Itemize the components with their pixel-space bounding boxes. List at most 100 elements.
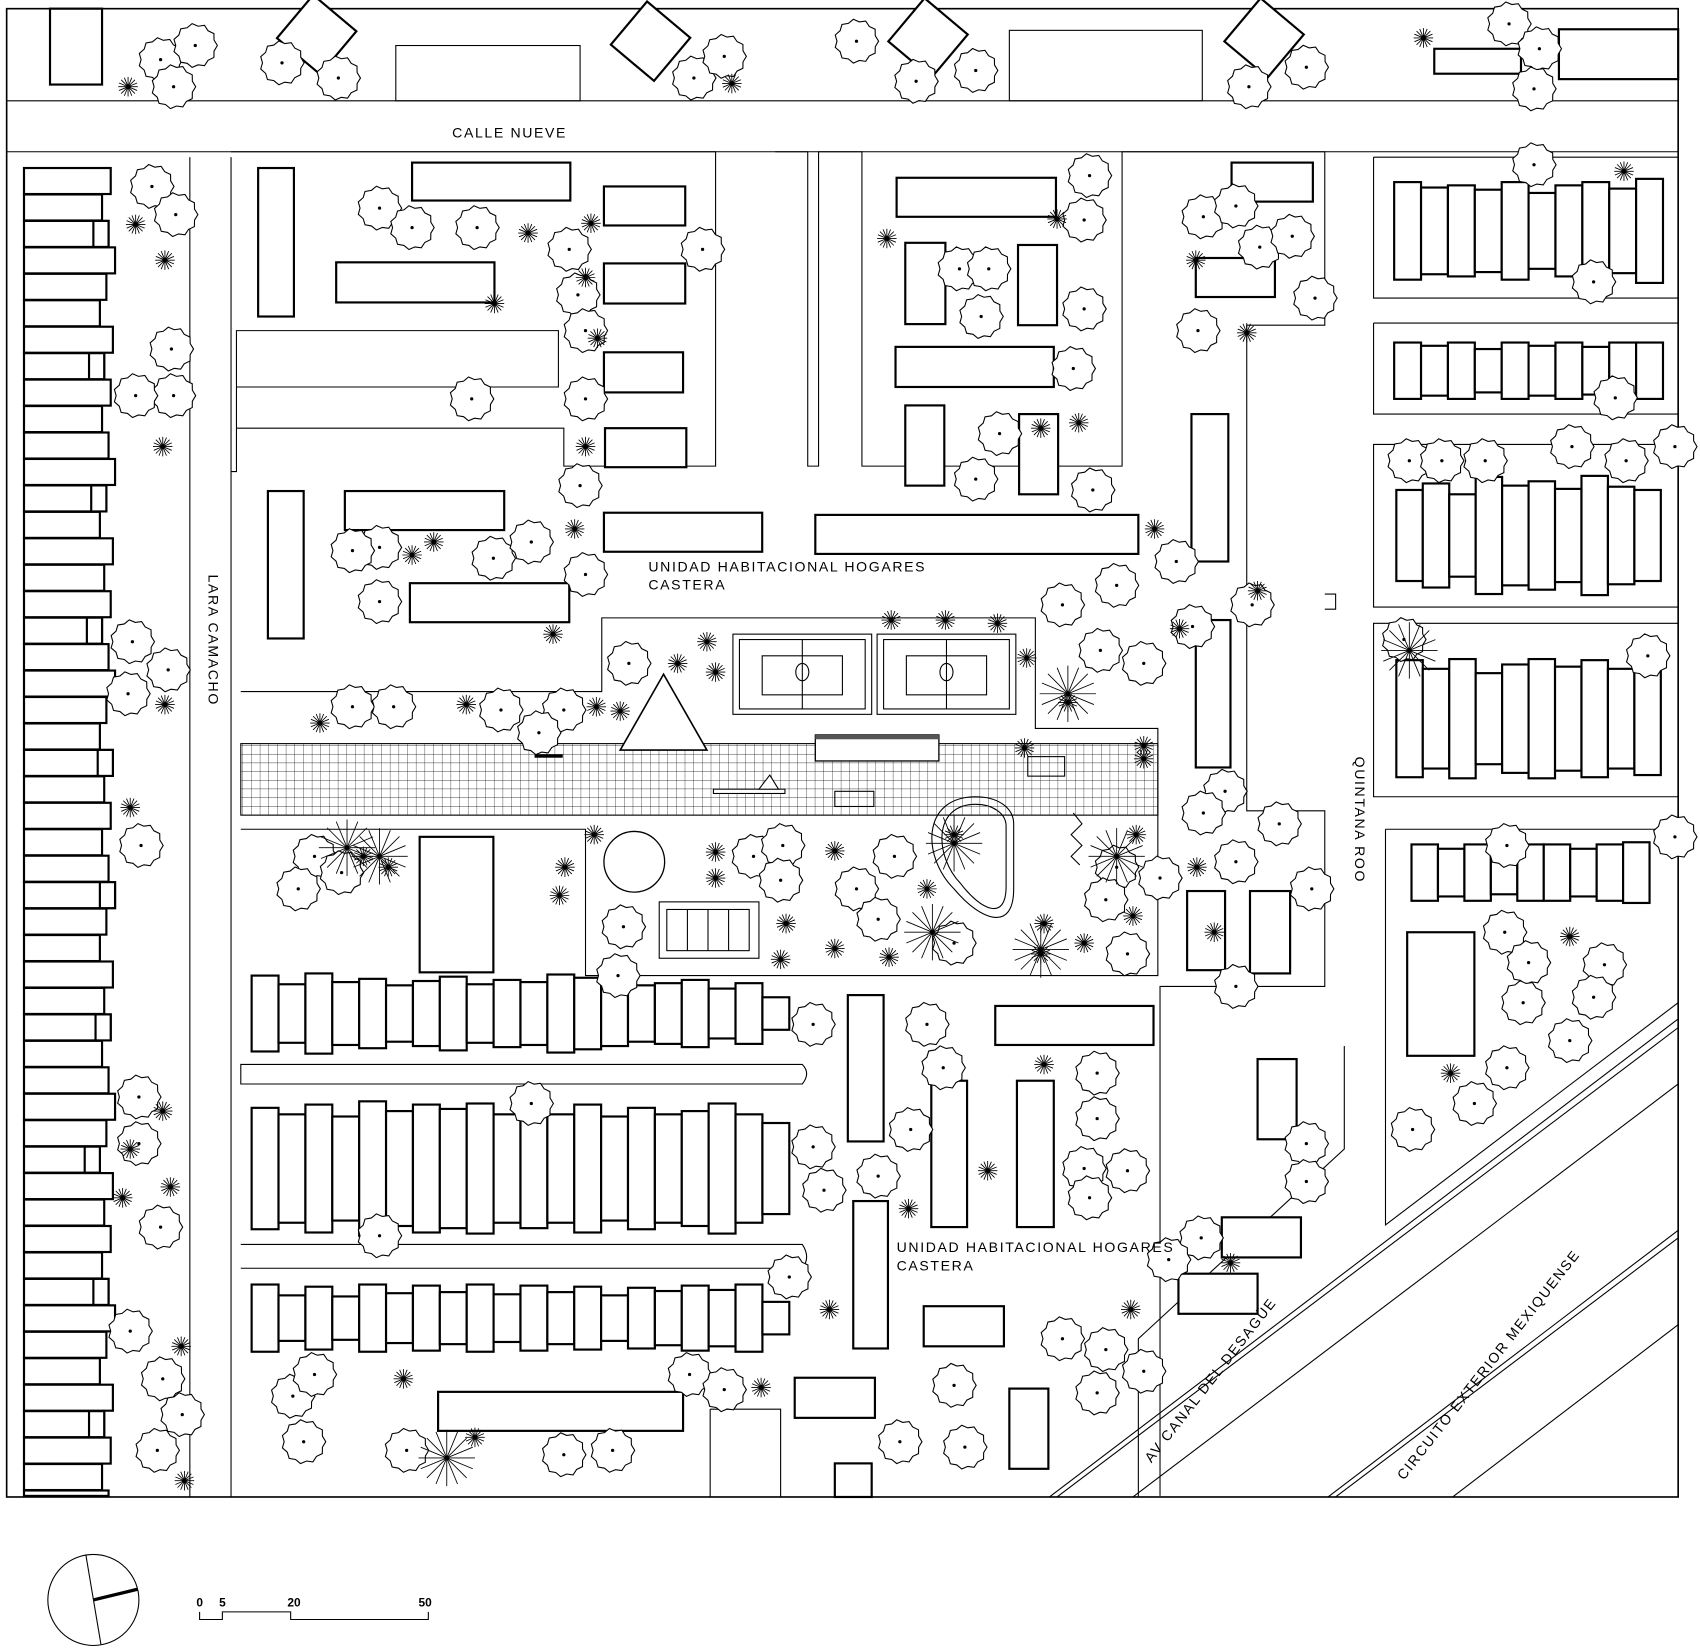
palm-icon — [120, 797, 140, 818]
tree-trunk — [1407, 459, 1411, 463]
row-house — [277, 1294, 307, 1342]
tree-trunk — [583, 397, 588, 401]
tree-trunk — [876, 1174, 880, 1178]
row-house — [358, 977, 388, 1050]
tree-trunk — [1673, 444, 1677, 449]
palm-icon — [705, 868, 726, 888]
tree-trunk — [1196, 328, 1200, 333]
building — [1008, 1387, 1050, 1470]
row-house — [1446, 341, 1476, 400]
tree-trunk — [312, 1372, 317, 1377]
tree-trunk — [811, 1022, 815, 1026]
tree-trunk — [1505, 843, 1509, 848]
row-house — [680, 978, 710, 1049]
palm-icon — [402, 545, 422, 565]
tree-trunk — [1624, 459, 1628, 463]
triangle-pavilion — [618, 672, 709, 751]
palm-icon — [1144, 519, 1165, 539]
house — [22, 1172, 114, 1201]
building — [1557, 28, 1680, 81]
tree-trunk — [350, 705, 355, 709]
label-quintana-roo: QUINTANA ROO — [1352, 757, 1368, 883]
palm-icon — [351, 828, 408, 885]
tree-trunk — [137, 1141, 141, 1146]
row-house — [1419, 344, 1450, 397]
palm-icon — [1247, 581, 1268, 601]
house — [22, 246, 117, 275]
tree-trunk — [876, 917, 880, 921]
tree-trunk — [1082, 218, 1086, 222]
tree-trunk — [1568, 1039, 1572, 1043]
tree-trunk — [1091, 488, 1095, 492]
palm-icon — [925, 815, 983, 872]
house — [22, 1489, 110, 1497]
tree-trunk — [567, 247, 571, 251]
house — [90, 484, 108, 513]
row-house — [734, 982, 764, 1045]
row-house — [573, 976, 603, 1051]
south-housing-rows — [250, 972, 791, 1353]
building — [1248, 889, 1292, 975]
tree-trunk — [854, 887, 859, 891]
tree-trunk — [1646, 654, 1650, 658]
row-house — [1473, 188, 1503, 274]
row-house — [331, 1115, 361, 1222]
row-house — [761, 1121, 791, 1216]
row-house — [1500, 181, 1530, 281]
house — [92, 1277, 110, 1306]
building — [833, 1462, 873, 1499]
palm-icon — [1204, 922, 1224, 942]
tree-trunk — [350, 549, 355, 553]
tree-trunk — [1250, 603, 1254, 607]
row-house — [1580, 659, 1610, 779]
central-plaza — [240, 617, 1159, 977]
row-house — [1393, 181, 1423, 281]
row-house — [600, 1294, 630, 1342]
row-house — [626, 984, 656, 1043]
palm-icon — [171, 1336, 191, 1357]
palm-icon — [879, 947, 899, 967]
house — [22, 325, 114, 354]
tree-trunk — [1201, 215, 1206, 219]
house — [94, 1013, 112, 1042]
house — [83, 1145, 101, 1174]
building — [846, 994, 885, 1143]
tree-trunk — [377, 599, 382, 604]
tree-trunk — [925, 1022, 929, 1026]
palm-icon — [776, 913, 796, 934]
tree-trunk — [787, 1275, 791, 1279]
north-arrow-icon — [47, 1553, 140, 1647]
building — [602, 511, 764, 553]
tree-trunk — [616, 973, 620, 978]
tree-trunk — [1532, 163, 1536, 167]
row-house — [384, 1110, 415, 1228]
tree-trunk — [1591, 280, 1596, 284]
tree-trunk — [1247, 85, 1251, 89]
tree-trunk — [475, 226, 479, 230]
row-house — [707, 987, 737, 1040]
tree-trunk — [470, 397, 474, 401]
palm-icon — [881, 610, 901, 630]
tree-trunk — [1591, 995, 1596, 999]
row-house — [250, 1106, 280, 1231]
house — [22, 404, 104, 434]
row-house — [1527, 344, 1557, 397]
house — [22, 960, 114, 989]
row-house — [1633, 661, 1662, 777]
tree-trunk — [1521, 1001, 1525, 1005]
tree-trunk — [997, 431, 1002, 436]
tree-trunk — [158, 1225, 163, 1229]
row-house — [573, 1285, 603, 1351]
row-house — [492, 978, 522, 1049]
palm-icon — [155, 694, 175, 715]
tree-trunk — [687, 1372, 692, 1377]
palm-icon — [697, 631, 717, 652]
building — [886, 0, 970, 80]
row-house — [1463, 843, 1492, 902]
palm-icon — [705, 662, 726, 682]
palm-icon — [1134, 749, 1154, 769]
tree-trunk — [158, 57, 163, 62]
palm-icon — [575, 436, 596, 457]
building — [1220, 1216, 1303, 1259]
palm-icon — [125, 214, 146, 235]
